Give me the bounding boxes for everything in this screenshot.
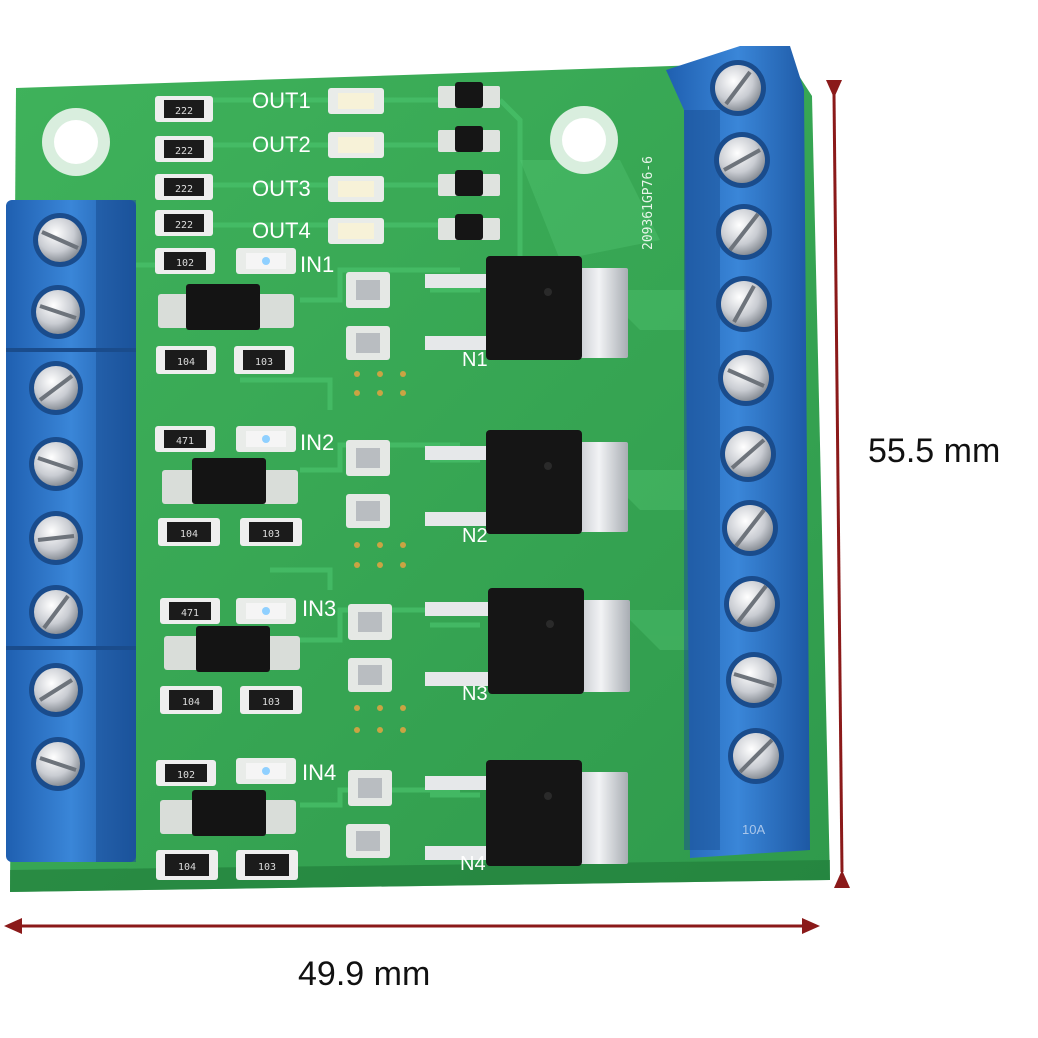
channel-2: 471 IN2 104 103 N2 bbox=[155, 426, 628, 568]
terminal-screw bbox=[714, 132, 770, 188]
mosfet-label: N4 bbox=[460, 853, 486, 875]
mounting-hole bbox=[42, 108, 110, 176]
channel-4: 102 IN4 104 103 N4 bbox=[156, 758, 628, 880]
in-label: IN3 bbox=[302, 596, 336, 621]
resistor-code: 102 bbox=[177, 770, 195, 781]
resistor-code: 104 bbox=[180, 529, 198, 540]
mounting-hole bbox=[550, 106, 618, 174]
terminal-rating: 10A bbox=[742, 822, 765, 837]
mosfet-label: N2 bbox=[462, 525, 488, 547]
left-terminal-block bbox=[6, 200, 136, 862]
terminal-screw bbox=[29, 437, 83, 491]
mosfet bbox=[425, 588, 630, 694]
terminal-screw bbox=[33, 213, 87, 267]
output-row: 222 OUT3 bbox=[155, 170, 500, 202]
terminal-screw bbox=[31, 285, 85, 339]
output-indicator-section: 222 OUT1 222 OUT2 222 OUT3 222 OUT4 bbox=[155, 82, 500, 244]
in-label: IN2 bbox=[300, 430, 334, 455]
mosfet bbox=[425, 256, 628, 360]
mosfet bbox=[425, 430, 628, 534]
resistor-code: 471 bbox=[176, 436, 194, 447]
terminal-screw bbox=[724, 576, 780, 632]
terminal-screw bbox=[29, 663, 83, 717]
terminal-screw bbox=[722, 500, 778, 556]
resistor-code: 222 bbox=[175, 146, 193, 157]
resistor-code: 103 bbox=[262, 697, 280, 708]
terminal-screw bbox=[726, 652, 782, 708]
channel-1: 102 IN1 104 103 N1 bbox=[155, 248, 628, 396]
resistor-code: 104 bbox=[177, 357, 195, 368]
mosfet-label: N3 bbox=[462, 683, 488, 705]
output-row: 222 OUT1 bbox=[155, 82, 500, 122]
resistor-code: 103 bbox=[258, 862, 276, 873]
out-label: OUT2 bbox=[252, 132, 311, 157]
output-row: 222 OUT4 bbox=[155, 210, 500, 244]
height-dimension-label: 55.5 mm bbox=[868, 432, 1001, 470]
terminal-screw bbox=[710, 60, 766, 116]
in-label: IN4 bbox=[302, 760, 336, 785]
terminal-screw bbox=[29, 511, 83, 565]
output-row: 222 OUT2 bbox=[155, 126, 500, 162]
mosfet bbox=[425, 760, 628, 866]
channel-3: 471 IN3 104 103 N3 bbox=[160, 588, 630, 733]
terminal-screw bbox=[29, 361, 83, 415]
board-code: 209361GP76-6 bbox=[641, 156, 656, 250]
in-label: IN1 bbox=[300, 252, 334, 277]
optocoupler bbox=[160, 790, 296, 836]
resistor-code: 222 bbox=[175, 220, 193, 231]
width-dimension-line bbox=[4, 918, 820, 934]
mosfet-label: N1 bbox=[462, 349, 488, 371]
optocoupler bbox=[158, 284, 294, 330]
terminal-screw bbox=[716, 276, 772, 332]
optocoupler bbox=[164, 626, 300, 672]
out-label: OUT4 bbox=[252, 218, 311, 243]
right-terminal-block: 10A bbox=[666, 46, 810, 858]
resistor-code: 103 bbox=[255, 357, 273, 368]
resistor-code: 471 bbox=[181, 608, 199, 619]
terminal-screw bbox=[720, 426, 776, 482]
terminal-screw bbox=[716, 204, 772, 260]
resistor-code: 222 bbox=[175, 184, 193, 195]
width-dimension-label: 49.9 mm bbox=[298, 955, 431, 993]
resistor-code: 103 bbox=[262, 529, 280, 540]
height-dimension-line bbox=[826, 80, 850, 888]
terminal-screw bbox=[728, 728, 784, 784]
resistor-code: 104 bbox=[182, 697, 200, 708]
resistor-code: 104 bbox=[178, 862, 196, 873]
resistor-code: 102 bbox=[176, 258, 194, 269]
terminal-screw bbox=[718, 350, 774, 406]
optocoupler bbox=[162, 458, 298, 504]
out-label: OUT1 bbox=[252, 88, 311, 113]
out-label: OUT3 bbox=[252, 176, 311, 201]
terminal-screw bbox=[29, 585, 83, 639]
resistor-code: 222 bbox=[175, 106, 193, 117]
terminal-screw bbox=[31, 737, 85, 791]
